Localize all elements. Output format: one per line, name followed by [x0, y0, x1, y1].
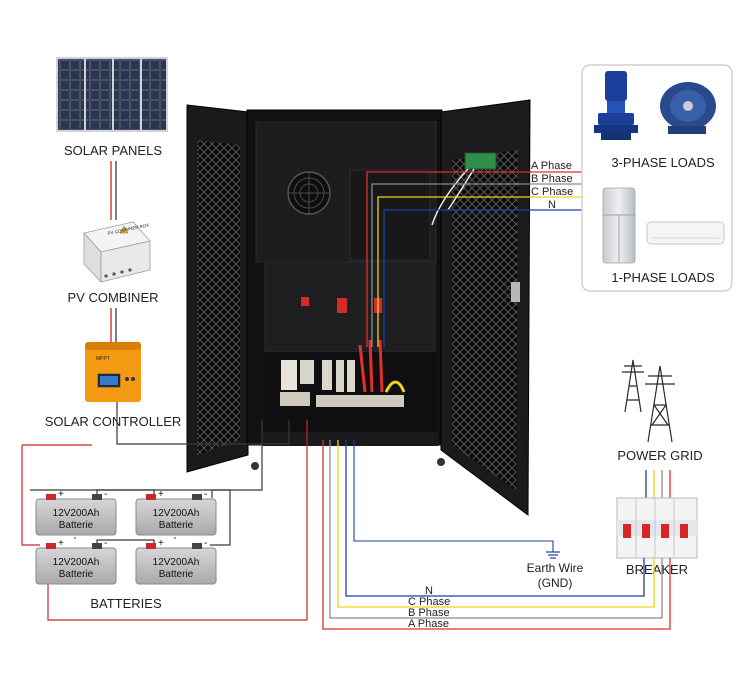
pv-combiner-box — [83, 221, 151, 284]
solar-controller-label: SOLAR CONTROLLER — [45, 414, 182, 429]
one-phase-loads-label: 1-PHASE LOADS — [611, 270, 715, 285]
inverter-cabinet — [186, 99, 531, 516]
grid-wires — [322, 440, 671, 630]
battery-2-positive: + — [158, 489, 164, 500]
solar-controller — [85, 342, 141, 402]
battery-1-capacity: 12V200Ah — [53, 508, 100, 519]
battery-4-name: Batterie — [159, 569, 194, 580]
pump-icon — [594, 71, 638, 140]
batteries-label: BATTERIES — [90, 596, 162, 611]
load-a-phase-label: A Phase — [531, 160, 572, 172]
air-conditioner-icon — [646, 221, 725, 245]
battery-4-capacity: 12V200Ah — [153, 557, 200, 568]
load-c-phase-label: C Phase — [531, 186, 573, 198]
grid-neutral-label: N — [425, 585, 433, 597]
grid-c-phase-label: C Phase — [408, 596, 450, 608]
battery-2 — [135, 494, 217, 536]
power-grid-label: POWER GRID — [617, 448, 702, 463]
load-wires — [366, 171, 596, 347]
solar-panels — [56, 57, 168, 132]
grid-b-phase-label: B Phase — [408, 607, 450, 619]
panel-combiner-wires — [110, 161, 117, 220]
load-b-phase-label: B Phase — [531, 173, 573, 185]
breaker-label: BREAKER — [626, 562, 688, 577]
grid-breaker-wires — [645, 470, 671, 500]
breaker-icon — [616, 497, 698, 559]
earth-wire — [353, 440, 560, 559]
power-tower-icon — [622, 359, 675, 443]
controller-brand-text: MPPT — [96, 356, 110, 362]
battery-4 — [135, 543, 217, 585]
battery-3 — [35, 543, 117, 585]
battery-4-positive: + — [158, 538, 164, 549]
battery-1 — [35, 494, 117, 536]
combiner-controller-wires — [110, 308, 117, 343]
battery-3-name: Batterie — [59, 569, 94, 580]
battery-1-positive: + — [58, 489, 64, 500]
battery-2-name: Batterie — [159, 520, 194, 531]
earth-wire-label: Earth Wire — [527, 561, 584, 575]
load-neutral-label: N — [548, 199, 556, 211]
battery-3-negative: - — [104, 538, 107, 549]
battery-1-negative: - — [104, 489, 107, 500]
battery-2-capacity: 12V200Ah — [153, 508, 200, 519]
battery-3-positive: + — [58, 538, 64, 549]
refrigerator-icon — [602, 187, 636, 264]
battery-2-negative: - — [204, 489, 207, 500]
battery-1-name: Batterie — [59, 520, 94, 531]
motor-icon — [660, 82, 716, 134]
battery-4-negative: - — [204, 538, 207, 549]
pv-combiner-label: PV COMBINER — [67, 290, 158, 305]
grid-a-phase-label: A Phase — [408, 618, 449, 630]
gnd-label: (GND) — [538, 576, 573, 590]
solar-panels-label: SOLAR PANELS — [64, 143, 162, 158]
three-phase-loads-label: 3-PHASE LOADS — [611, 155, 715, 170]
battery-3-capacity: 12V200Ah — [53, 557, 100, 568]
